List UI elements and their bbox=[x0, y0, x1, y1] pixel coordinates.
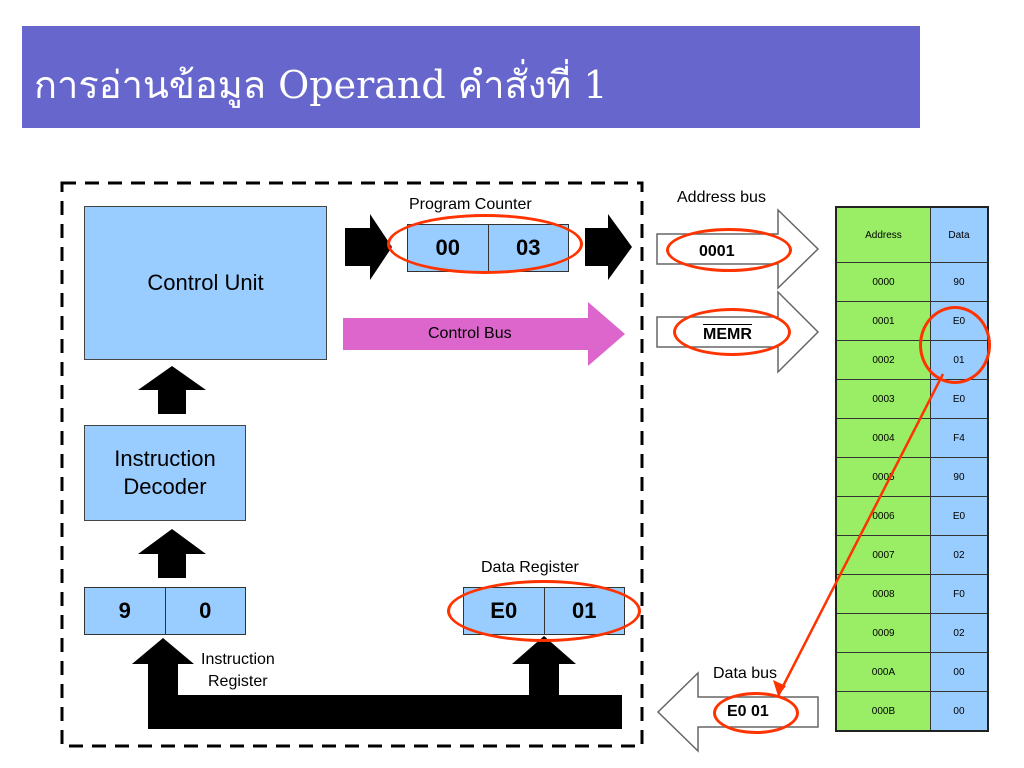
control-unit-label: Control Unit bbox=[147, 270, 264, 295]
memory-data-cell: E0 bbox=[929, 379, 989, 419]
register-to-decoder-arrow bbox=[138, 529, 206, 578]
data-bus-label: Data bus bbox=[713, 665, 778, 682]
program-counter-label: Program Counter bbox=[409, 196, 532, 213]
data-register-label: Data Register bbox=[481, 559, 579, 576]
pc-output-arrow bbox=[585, 214, 632, 280]
memory-header-data: Data bbox=[929, 206, 989, 263]
slide-title: การอ่านข้อมูล Operand คำสั่งที่ 1 bbox=[34, 63, 608, 107]
address-bus-label: Address bus bbox=[677, 189, 766, 206]
memory-address-cell: 0009 bbox=[835, 613, 931, 653]
memory-data-highlight bbox=[919, 306, 991, 384]
memory-address-cell: 0002 bbox=[835, 340, 931, 380]
memory-data-cell: F0 bbox=[929, 574, 989, 614]
title-bar: การอ่านข้อมูล Operand คำสั่งที่ 1 bbox=[22, 26, 920, 128]
decoder-to-control-arrow bbox=[138, 366, 206, 414]
cpu-boundary bbox=[60, 181, 644, 748]
instruction-register-high: 9 bbox=[85, 588, 165, 634]
data-register-highlight bbox=[447, 580, 641, 642]
memory-data-cell: 02 bbox=[929, 535, 989, 575]
instruction-decoder-box: Instruction Decoder bbox=[84, 425, 246, 521]
memory-data-cell: E0 bbox=[929, 496, 989, 536]
memory-address-cell: 0006 bbox=[835, 496, 931, 536]
instruction-register-label-1: Instruction bbox=[201, 651, 275, 668]
instruction-decoder-line2: Decoder bbox=[123, 474, 207, 499]
control-bus-arrow bbox=[343, 302, 625, 366]
instruction-register: 9 0 bbox=[84, 587, 246, 635]
control-unit-box: Control Unit bbox=[84, 206, 327, 360]
memr-highlight bbox=[673, 308, 791, 356]
memory-data-cell: 02 bbox=[929, 613, 989, 653]
memory-data-cell: 00 bbox=[929, 652, 989, 692]
memory-data-cell: 00 bbox=[929, 691, 989, 732]
memory-address-cell: 0004 bbox=[835, 418, 931, 458]
data-bus-highlight bbox=[713, 692, 799, 734]
pc-input-arrow bbox=[345, 214, 392, 280]
memory-address-cell: 0000 bbox=[835, 262, 931, 302]
data-path-to-instruction-register bbox=[132, 636, 622, 729]
memory-data-cell: 90 bbox=[929, 262, 989, 302]
control-bus-label: Control Bus bbox=[428, 325, 512, 342]
address-bus-highlight bbox=[666, 228, 792, 272]
memory-address-cell: 0008 bbox=[835, 574, 931, 614]
memory-address-cell: 000A bbox=[835, 652, 931, 692]
memory-address-cell: 0003 bbox=[835, 379, 931, 419]
memory-data-cell: 90 bbox=[929, 457, 989, 497]
program-counter-highlight bbox=[387, 214, 583, 274]
instruction-decoder-line1: Instruction bbox=[114, 446, 216, 471]
memory-address-cell: 000B bbox=[835, 691, 931, 732]
instruction-register-low: 0 bbox=[164, 588, 245, 634]
instruction-register-label-2: Register bbox=[208, 673, 268, 690]
